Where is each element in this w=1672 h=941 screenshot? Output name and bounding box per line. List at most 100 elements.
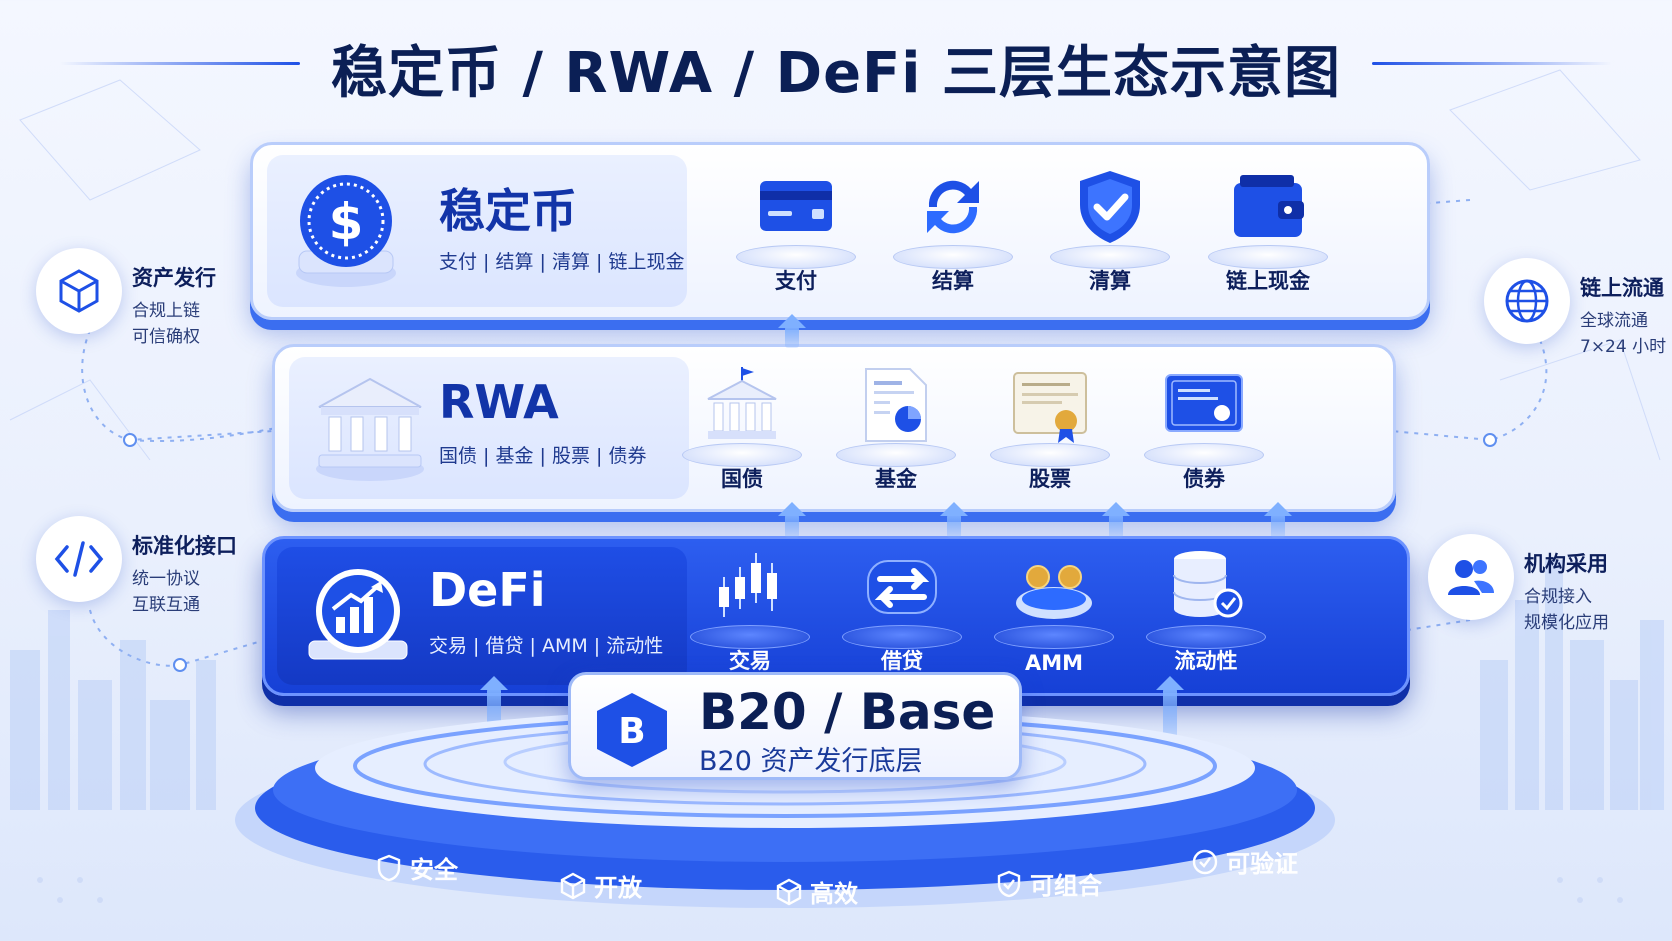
flow-arrow [1102,502,1130,538]
flow-arrow [778,502,806,538]
flow-arrow [1264,502,1292,538]
item-label: 清算 [1089,269,1131,293]
dollar-coin-icon: $ [296,175,396,287]
item-stock: 股票 [985,363,1115,493]
item-clearing: 清算 [1045,165,1175,295]
feature-verifiable: 可验证 [1192,844,1298,879]
layer-stablecoin: $ 稳定币 支付 | 结算 | 清算 | 链上现金 支付 结算 清算 [250,142,1430,320]
item-onchain-cash: 链上现金 [1203,165,1333,295]
side-asset-issuance: 资产发行 合规上链 可信确权 [36,248,276,358]
base-card: B B20 / Base B20 资产发行底层 [568,672,1022,780]
page-title: 稳定币 / RWA / DeFi 三层生态示意图 [330,41,1341,106]
side-line: 规模化应用 [1524,613,1609,633]
bank-building-icon [316,377,424,481]
side-icon-circle [36,516,122,602]
side-institutional-adoption: 机构采用 合规接入 规模化应用 [1428,534,1668,644]
swap-arrows-icon [867,560,937,614]
b20-logo-icon: B [597,693,667,767]
side-title: 资产发行 [132,266,216,290]
title-decor-left [60,62,300,65]
flow-arrow [940,502,968,538]
side-line: 互联互通 [132,595,200,615]
item-treasury: 国债 [677,363,807,493]
title-decor-right [1372,62,1612,65]
item-label: 支付 [775,269,817,293]
database-check-icon [1173,551,1243,618]
cube-icon [560,872,586,899]
item-trading: 交易 [685,545,815,675]
feature-composable: 可组合 [996,866,1102,901]
side-line: 统一协议 [132,569,200,589]
code-icon [54,541,104,577]
feature-label: 可验证 [1226,850,1298,878]
item-label: AMM [1024,651,1084,675]
side-onchain-circulation: 链上流通 全球流通 7×24 小时 [1484,258,1672,368]
item-amm: AMM [989,545,1119,675]
item-label: 借贷 [881,649,923,673]
shield-check-icon [997,870,1021,897]
side-title: 机构采用 [1524,552,1608,576]
feature-security: 安全 [376,850,458,885]
item-label: 基金 [875,467,917,491]
side-line: 全球流通 [1580,311,1648,331]
flow-arrow [778,314,806,348]
layer-rwa: RWA 国债 | 基金 | 股票 | 债券 国债 基金 股票 [272,344,1396,512]
side-line: 合规上链 [132,301,200,321]
feature-label: 安全 [410,856,458,884]
layer-subtitle: 交易 | 借贷 | AMM | 流动性 [429,635,664,657]
item-label: 债券 [1183,467,1225,491]
item-label: 流动性 [1174,649,1238,673]
item-lending: 借贷 [837,545,967,675]
sync-arrows-icon [927,180,979,234]
side-icon-circle [36,248,122,334]
users-icon [1448,560,1494,595]
layer-title: RWA [439,375,559,429]
credit-card-icon [760,181,832,231]
item-liquidity: 流动性 [1141,545,1271,675]
item-bond: 债券 [1139,363,1269,493]
side-title: 链上流通 [1580,276,1664,300]
item-settlement: 结算 [888,165,1018,295]
box-icon [776,878,802,905]
item-label: 结算 [932,269,974,293]
side-icon-circle [1484,258,1570,344]
growth-chart-icon [308,569,408,660]
report-document-icon [865,368,927,442]
feature-label: 高效 [810,880,858,908]
item-label: 链上现金 [1226,269,1310,293]
candlestick-chart-icon [719,553,777,617]
feature-label: 开放 [594,874,642,902]
feature-efficient: 高效 [776,874,858,909]
certificate-icon [1013,372,1087,443]
item-label: 国债 [721,467,763,491]
layer-hero: DeFi 交易 | 借贷 | AMM | 流动性 [277,547,687,685]
layer-hero: $ 稳定币 支付 | 结算 | 清算 | 链上现金 [267,155,687,307]
item-label: 交易 [729,649,771,673]
side-standard-interface: 标准化接口 统一协议 互联互通 [36,516,276,626]
layer-hero: RWA 国债 | 基金 | 股票 | 债券 [289,357,689,499]
base-title: B20 / Base [699,683,996,741]
globe-icon [1505,279,1549,323]
layer-subtitle: 支付 | 结算 | 清算 | 链上现金 [439,251,685,273]
layer-title: 稳定币 [439,184,577,238]
side-line: 可信确权 [132,327,200,347]
badge-check-icon [1192,849,1218,874]
svg-text:$: $ [329,193,364,251]
base-subtitle: B20 资产发行底层 [699,746,923,777]
layer-title: DeFi [429,563,546,617]
liquidity-pool-icon [1016,565,1092,619]
side-icon-circle [1428,534,1514,620]
layer-subtitle: 国债 | 基金 | 股票 | 债券 [439,445,647,467]
b20-logo-letter: B [618,711,645,752]
feature-label: 可组合 [1030,872,1102,900]
item-payment: 支付 [731,165,861,295]
item-label: 股票 [1029,467,1071,491]
side-line: 合规接入 [1524,587,1592,607]
feature-open: 开放 [560,868,642,903]
side-title: 标准化接口 [132,534,237,558]
side-line: 7×24 小时 [1580,337,1667,357]
item-fund: 基金 [831,363,961,493]
wallet-icon [1234,175,1304,237]
government-building-icon [707,367,777,439]
bond-certificate-icon [1165,374,1243,432]
